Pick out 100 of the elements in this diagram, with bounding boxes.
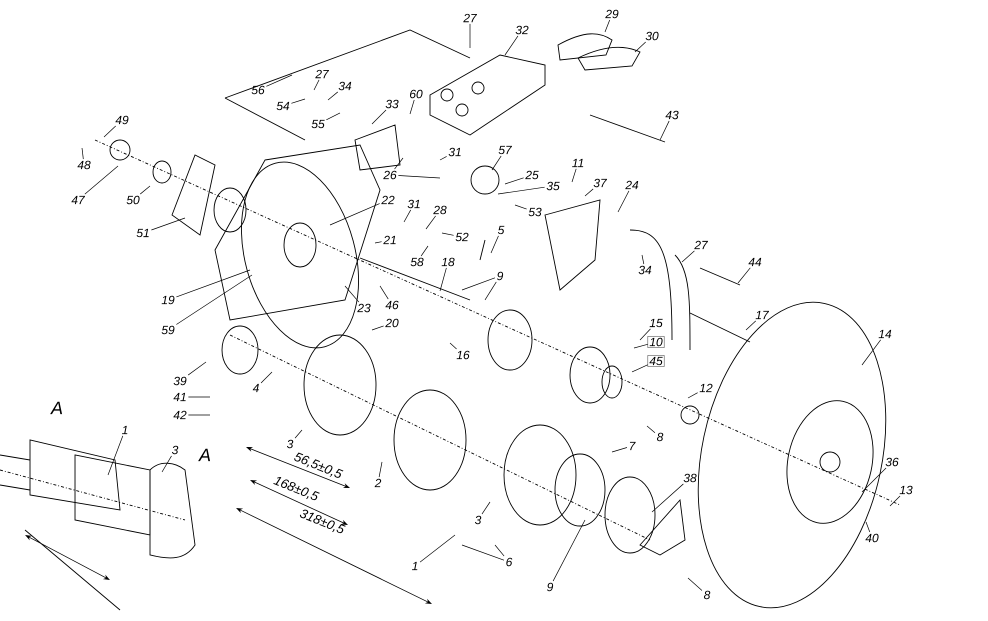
leader-line <box>484 282 497 300</box>
leader-line <box>634 344 648 348</box>
leader-line <box>372 110 386 124</box>
callout-number: 20 <box>385 318 399 328</box>
callout-number: 12 <box>700 384 712 392</box>
callout-number: 35 <box>546 182 560 190</box>
callout-number: 8 <box>656 432 664 442</box>
leader-line <box>176 274 252 325</box>
callout-number: 18 <box>442 258 455 266</box>
callout-number: 34 <box>338 82 352 90</box>
callout-number: 27 <box>315 70 330 78</box>
callout-number: 30 <box>646 32 659 40</box>
leader-line <box>404 210 412 222</box>
leader-line <box>462 278 496 290</box>
callout-number: 31 <box>408 200 420 208</box>
callout-number: 1 <box>412 562 418 570</box>
leader-line <box>420 534 456 562</box>
callout-number: 2 <box>374 478 382 488</box>
leader-line <box>260 372 272 384</box>
callout-number: 47 <box>71 196 86 204</box>
leader-line <box>746 320 756 330</box>
leader-line <box>498 186 545 194</box>
leader-line <box>504 177 524 184</box>
leader-line <box>151 218 186 230</box>
leader-line <box>652 484 684 512</box>
callout-number: 11 <box>572 158 584 168</box>
callout-number: 51 <box>136 228 149 238</box>
callout-number: 24 <box>625 180 638 190</box>
leader-line <box>640 328 651 340</box>
callout-number: 16 <box>456 350 470 360</box>
callout-number: 54 <box>276 102 290 110</box>
callout-number: 42 <box>173 410 186 420</box>
callout-number: 56 <box>252 86 265 94</box>
leader-line <box>380 286 389 300</box>
leader-line <box>482 502 490 514</box>
leader-line <box>420 246 428 256</box>
leader-line <box>462 544 504 561</box>
label-text: A <box>50 402 62 414</box>
leader-line <box>490 236 499 254</box>
callout-number: 3 <box>172 446 178 454</box>
callout-number: 14 <box>878 330 892 338</box>
leader-line <box>890 496 900 506</box>
callout-number: 53 <box>528 208 542 216</box>
leader-line <box>188 362 206 376</box>
leader-line <box>330 203 380 226</box>
callout-number: 50 <box>126 196 140 204</box>
leader-line <box>646 426 656 434</box>
leader-line <box>442 232 454 236</box>
leader-line <box>688 392 698 398</box>
callout-number: 37 <box>594 178 608 188</box>
leader-line <box>634 42 646 52</box>
callout-number: 32 <box>516 26 528 34</box>
callout-number: 9 <box>547 582 554 592</box>
callout-number: 39 <box>174 376 186 386</box>
callout-number: 41 <box>173 392 186 402</box>
leader-line <box>738 267 751 284</box>
leader-line <box>176 270 250 298</box>
leader-line <box>862 468 886 492</box>
leader-line <box>266 74 292 87</box>
callout-number: 3 <box>286 440 294 448</box>
callout-number: 26 <box>383 170 397 180</box>
leader-line <box>604 20 610 32</box>
leader-line <box>572 168 577 182</box>
callout-number: 8 <box>704 590 710 600</box>
leader-line <box>294 430 302 438</box>
callout-number: 19 <box>162 296 174 304</box>
callout-number: 27 <box>694 240 708 250</box>
callout-number: 36 <box>886 458 899 466</box>
leader-line <box>394 158 404 170</box>
leader-line <box>440 156 447 160</box>
callout-number: 5 <box>498 226 504 234</box>
leader-line <box>291 98 306 104</box>
leader-line <box>660 120 670 140</box>
leader-line <box>162 456 172 472</box>
callout-number: 28 <box>433 206 447 214</box>
leader-line <box>188 396 210 398</box>
leader-line <box>314 80 320 90</box>
callout-number: 3 <box>474 516 482 524</box>
leader-line <box>188 414 210 416</box>
leader-line <box>344 286 360 302</box>
callout-number: 45 <box>648 355 664 367</box>
leader-line <box>688 578 702 591</box>
leader-line <box>866 522 870 532</box>
callout-number: 27 <box>463 14 478 22</box>
callout-number: 17 <box>756 310 770 320</box>
callout-number: 49 <box>115 116 128 124</box>
leader-line <box>642 254 644 264</box>
callout-number: 40 <box>865 534 879 542</box>
callout-number: 58 <box>410 258 424 266</box>
leader-line <box>492 156 502 170</box>
leader-line <box>410 100 415 114</box>
callout-number: 29 <box>605 10 618 18</box>
callout-number: 21 <box>383 236 396 244</box>
callout-number: 43 <box>665 110 679 120</box>
leader-line <box>862 339 882 366</box>
callout-number: 31 <box>448 148 461 156</box>
callout-number: 22 <box>381 196 394 204</box>
callout-number: 7 <box>630 442 636 450</box>
leader-line <box>372 326 384 330</box>
leader-line <box>374 241 382 244</box>
